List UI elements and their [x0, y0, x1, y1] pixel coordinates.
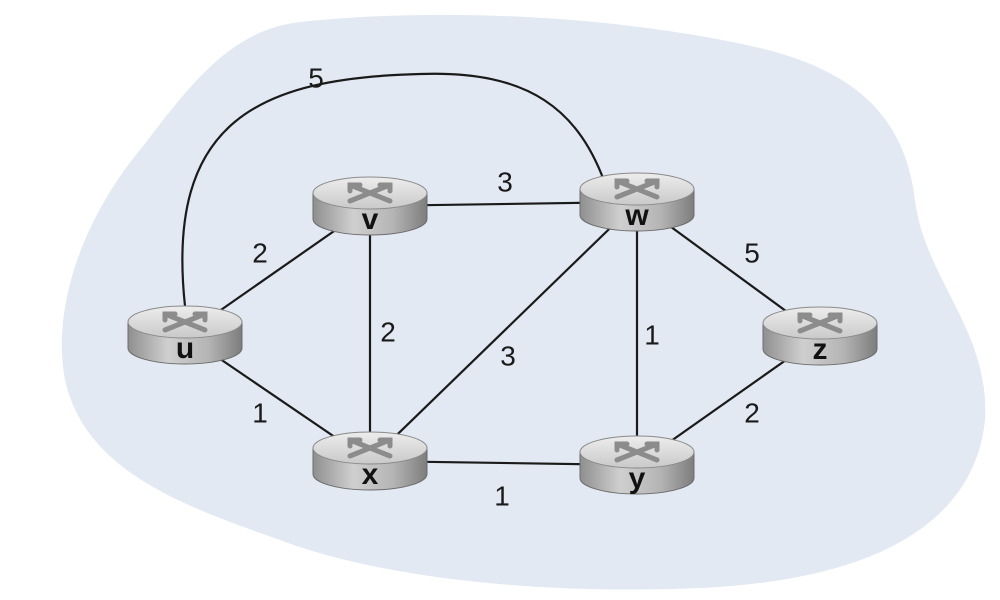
weight-label-u-x: 1 [252, 397, 268, 428]
weight-label-v-x: 2 [380, 316, 396, 347]
weight-label-x-w: 3 [500, 340, 516, 371]
weights-layer: 5 2 1 3 2 3 1 5 1 2 [252, 62, 760, 511]
router-icon [614, 178, 660, 200]
router-icon [162, 311, 208, 333]
router-label-y: y [629, 462, 646, 495]
router-icon [614, 441, 660, 463]
network-cloud-background [61, 14, 986, 590]
router-label-x: x [362, 458, 379, 491]
weight-label-v-w: 3 [497, 166, 513, 197]
router-x[interactable]: x [312, 431, 428, 491]
link-x-w [369, 201, 638, 462]
weight-label-u-v: 2 [252, 237, 268, 268]
router-z[interactable]: z [762, 306, 878, 366]
router-icon [797, 312, 843, 334]
routers-layer: u v w x y z [127, 172, 878, 495]
router-icon [347, 182, 393, 204]
router-w[interactable]: w [579, 172, 695, 232]
router-label-u: u [176, 332, 194, 365]
weight-label-w-y: 1 [644, 319, 660, 350]
weight-label-y-z: 2 [744, 397, 760, 428]
router-icon [347, 437, 393, 459]
weight-label-u-w: 5 [308, 62, 324, 93]
weight-label-w-z: 5 [744, 237, 760, 268]
weight-label-x-y: 1 [494, 480, 510, 511]
router-u[interactable]: u [127, 305, 243, 365]
router-label-w: w [624, 199, 649, 232]
link-u-w [181, 72, 609, 307]
router-v[interactable]: v [312, 176, 428, 236]
router-label-v: v [362, 203, 379, 236]
router-y[interactable]: y [579, 435, 695, 495]
router-label-z: z [813, 333, 828, 366]
